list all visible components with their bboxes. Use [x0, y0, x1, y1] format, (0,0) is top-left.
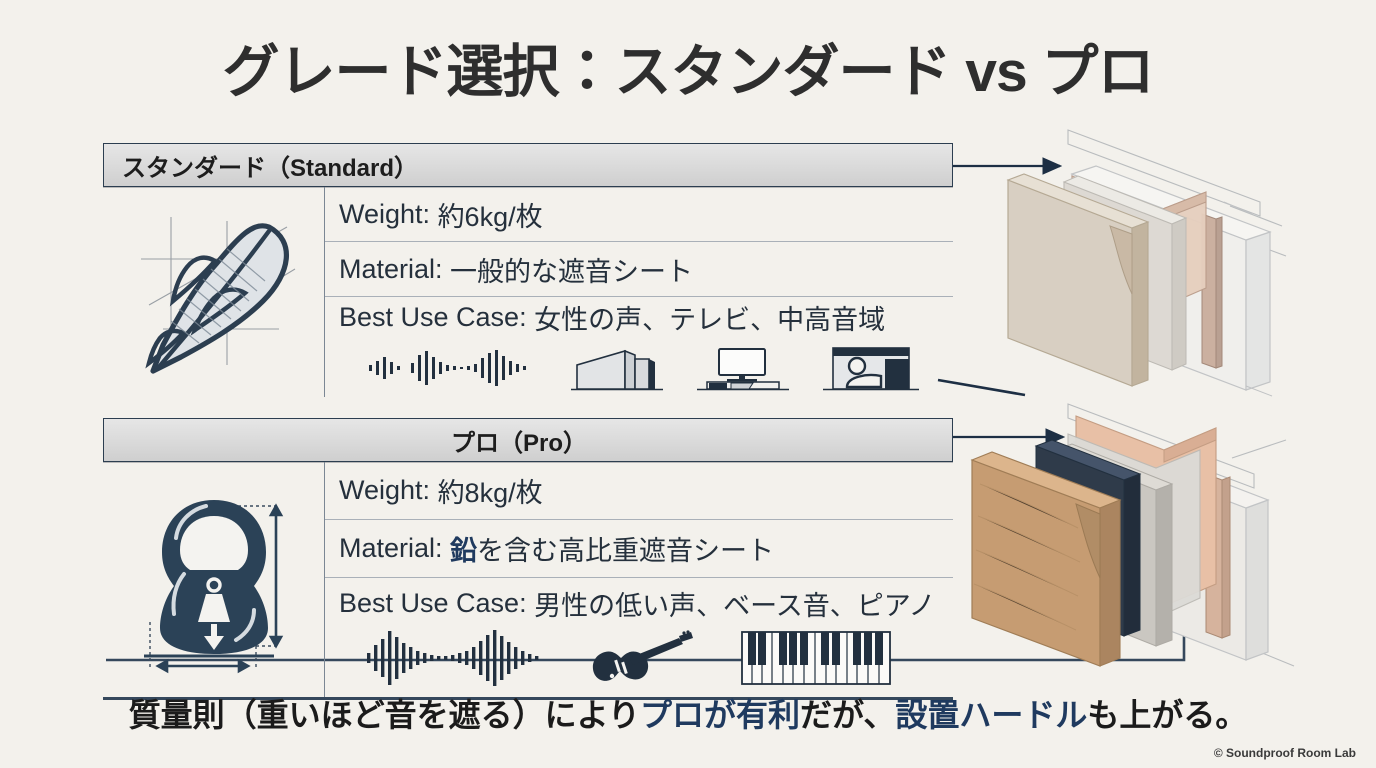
- pro-usecase-icons: [339, 625, 891, 691]
- card-pro-body: Weight: 約8kg/枚 Material: 鉛 を含む高比重遮音シート B…: [103, 462, 953, 700]
- caption-part2: だが、: [799, 697, 896, 733]
- pro-usecase-label: Best Use Case:: [339, 588, 527, 618]
- standard-wall-assembly-diagram: [1006, 129, 1287, 397]
- pro-rows: Weight: 約8kg/枚 Material: 鉛 を含む高比重遮音シート B…: [325, 462, 953, 697]
- standard-material-value: 一般的な遮音シート: [450, 256, 694, 287]
- standard-row-material: Material: 一般的な遮音シート: [325, 242, 953, 297]
- kettlebell-icon: [143, 500, 283, 674]
- pro-wall-assembly-diagram: [970, 403, 1295, 667]
- pro-material-highlight: 鉛: [450, 536, 478, 566]
- footer-copyright: © Soundproof Room Lab: [1213, 746, 1356, 760]
- pro-row-weight: Weight: 約8kg/枚: [325, 462, 953, 520]
- pro-row-material: Material: 鉛 を含む高比重遮音シート: [325, 520, 953, 578]
- feather-icon-column: [103, 187, 325, 397]
- standard-weight-value: 約6kg/枚: [437, 201, 543, 232]
- standard-weight-label: Weight:: [339, 198, 431, 229]
- pro-weight-value: 約8kg/枚: [437, 478, 543, 508]
- waveform-icon: [367, 630, 539, 686]
- pro-weight-label: Weight:: [339, 475, 431, 505]
- pro-material-value: を含む高比重遮音シート: [477, 536, 775, 566]
- standard-row-usecase: Best Use Case: 女性の声、テレビ、中高音域: [325, 297, 953, 397]
- kettlebell-icon-column: [103, 462, 325, 697]
- caption-part3: も上がる。: [1087, 697, 1248, 733]
- bottom-caption: 質量則（重いほど音を遮る）によりプロが有利だが、設置ハードルも上がる。: [0, 690, 1376, 736]
- standard-rows: Weight: 約6kg/枚 Material: 一般的な遮音シート Best …: [325, 187, 953, 397]
- pro-material-label: Material:: [339, 533, 443, 563]
- card-standard-body: Weight: 約6kg/枚 Material: 一般的な遮音シート Best …: [103, 187, 953, 397]
- page-title: グレード選択：スタンダード vs プロ: [222, 40, 1154, 104]
- standard-usecase-label: Best Use Case:: [339, 301, 527, 332]
- standard-row-weight: Weight: 約6kg/枚: [325, 187, 953, 242]
- pro-row-usecase: Best Use Case: 男性の低い声、ベース音、ピアノ: [325, 578, 953, 697]
- card-pro-header: プロ（Pro）: [103, 418, 953, 462]
- feather-icon: [140, 217, 295, 374]
- building-icon: [571, 349, 663, 390]
- card-standard-header: スタンダード（Standard）: [103, 143, 953, 187]
- caption-highlight1: プロが有利: [639, 697, 800, 733]
- piano-keyboard-icon: [741, 631, 891, 685]
- bass-guitar-icon: [592, 630, 693, 681]
- standard-usecase-icons: [339, 339, 919, 397]
- standard-material-label: Material:: [339, 253, 443, 284]
- caption-part1: 質量則（重いほど音を遮る）により: [128, 697, 640, 733]
- standard-usecase-value: 女性の声、テレビ、中高音域: [534, 304, 886, 335]
- pro-usecase-value: 男性の低い声、ベース音、ピアノ: [534, 591, 936, 621]
- caption-highlight2: 設置ハードル: [895, 697, 1088, 733]
- television-icon: [697, 347, 789, 390]
- card-pro[interactable]: プロ（Pro）: [103, 418, 953, 700]
- person-speaking-icon: [823, 346, 919, 390]
- waveform-icon: [369, 349, 526, 386]
- card-standard[interactable]: スタンダード（Standard）: [103, 143, 953, 397]
